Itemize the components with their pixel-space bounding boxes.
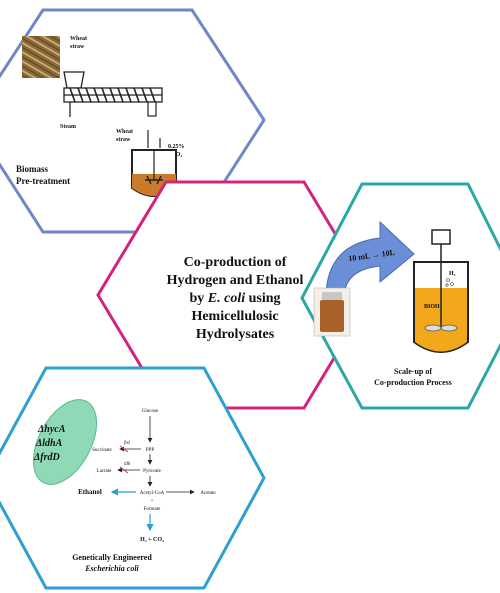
ecoli-caption: Genetically Engineered (72, 553, 152, 562)
title-panel: Co-production of Hydrogen and Ethanol by… (96, 180, 374, 410)
ethanol-label: Ethanol (78, 488, 102, 496)
wheat-straw-out-label: Wheat (116, 129, 133, 135)
frd-label: frd (124, 441, 130, 446)
scale-up-arrow (325, 220, 415, 299)
impeller-icon (145, 175, 163, 185)
mutation-frdd: ΔfrdD (33, 452, 60, 463)
acetyl-coa-label: Acetyl-CoA (140, 491, 165, 496)
title-line-4: Hemicellulosic (191, 309, 278, 324)
title-line-2: Hydrogen and Ethanol (167, 273, 304, 288)
title-line-5: Hydrolysates (196, 327, 275, 342)
wheat-straw-label: Wheat (70, 36, 87, 42)
biomass-caption-2: Pre-treatment (16, 176, 70, 186)
wheat-straw-out-label-2: straw (116, 137, 131, 143)
glucose-label: Glucose (142, 409, 159, 414)
mutation-ldha: ΔldhA (35, 438, 63, 449)
scale-up-panel: 10 mL → 10L BIOH H₂ Scale-up of Co-produ… (300, 182, 500, 410)
wheat-straw-photo (22, 36, 60, 78)
bioh-label: BIOH (424, 304, 440, 310)
outlet-pipe (147, 101, 157, 117)
motor (431, 229, 451, 245)
ldh-label: ldh (124, 462, 131, 467)
wheat-straw-label-2: straw (70, 44, 85, 50)
formate-label: Formate (144, 507, 161, 512)
plus-label: + (151, 499, 154, 504)
pyruvate-label: Pyruvate (143, 469, 162, 474)
acid-label: 0.25% (168, 144, 185, 150)
engineered-ecoli-panel: ΔhycA ΔldhA ΔfrdD Glucose PPP Succinate … (0, 366, 266, 590)
feed-hopper (63, 71, 85, 89)
scale-up-caption-2: Co-production Process (374, 378, 452, 387)
h2-co2-label: H₂ + CO₂ (140, 537, 164, 543)
ppp-label: PPP (146, 448, 155, 453)
title-line-1: Co-production of (184, 255, 287, 270)
lactate-label: Lactate (97, 469, 112, 474)
steam-label: Steam (60, 124, 76, 130)
succinate-label: Succinate (92, 448, 112, 453)
acetate-label: Acetate (200, 491, 216, 496)
h2-label: H₂ (449, 271, 456, 277)
biomass-caption: Biomass (16, 164, 49, 174)
ecoli-cell (32, 399, 98, 485)
magenta-hexagon (96, 180, 374, 410)
mutation-hyca: ΔhycA (37, 424, 66, 435)
scale-up-caption: Scale-up of (394, 367, 432, 376)
title-line-3: by E. coli using (189, 291, 280, 306)
ecoli-caption-2: Escherichia coli (84, 564, 139, 573)
